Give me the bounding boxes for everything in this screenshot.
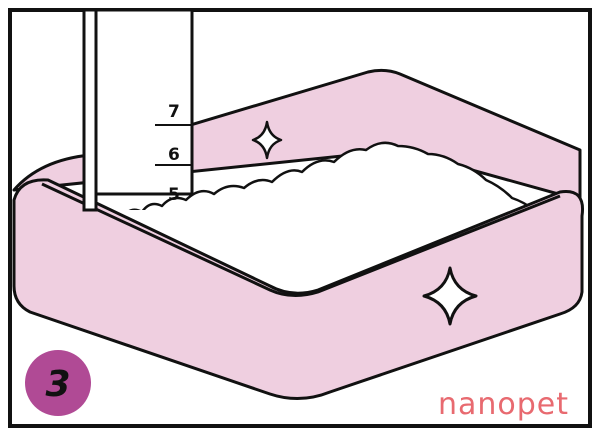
sparkle-icon [251,120,283,160]
sparkle-icon [422,266,478,326]
litter-tray-front-rim [12,178,585,400]
ruler-mark-5: 5 [168,185,180,205]
ruler-mark-7: 7 [168,102,180,122]
step-number: 3 [45,364,70,405]
measuring-stick: 7 6 5 [82,8,194,212]
step-badge: 3 [25,350,91,416]
brand-logo: nanopet [438,387,569,422]
tray-rim-inner-edge [41,182,561,297]
ruler-mark-6: 6 [168,145,180,165]
litter-fill [80,210,560,300]
